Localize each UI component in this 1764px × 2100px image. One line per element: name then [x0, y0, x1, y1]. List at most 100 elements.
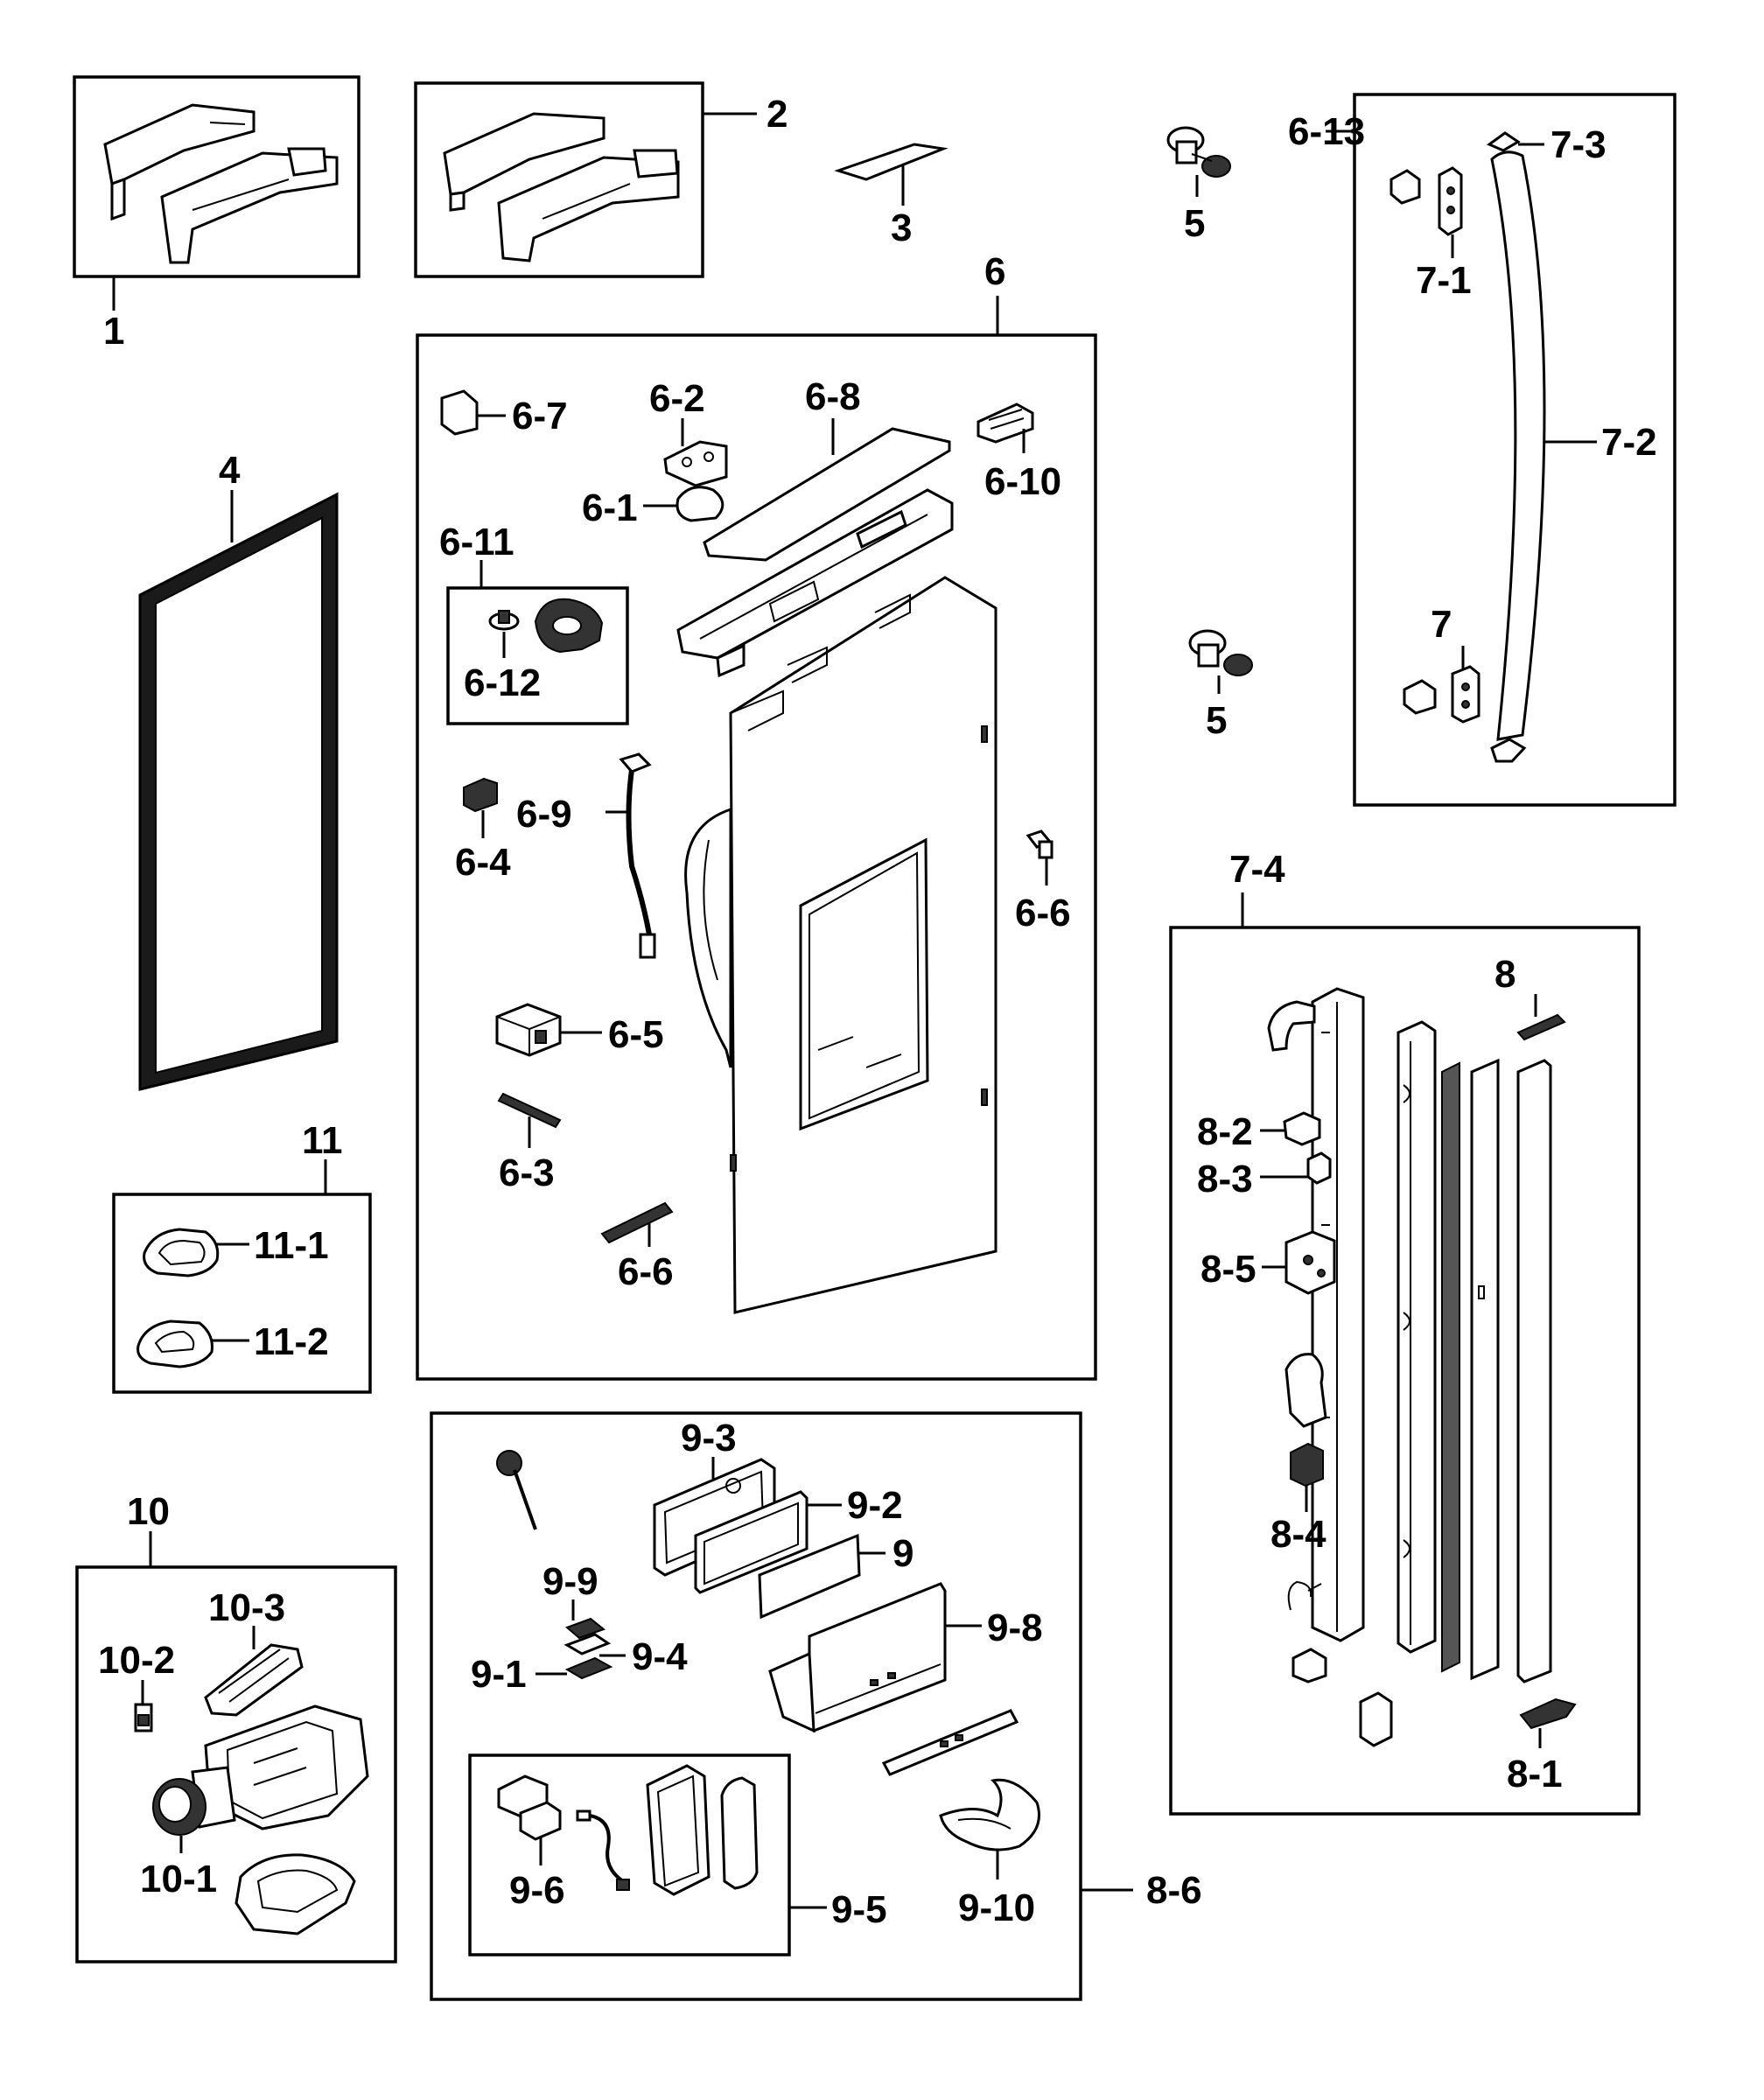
label-7-3: 7-2	[1601, 421, 1657, 464]
group-box-10	[75, 1565, 397, 1964]
label-5-lower: 5	[1206, 699, 1227, 742]
part-8-4-clip	[1306, 1152, 1332, 1185]
label-5-upper: 5	[1184, 202, 1205, 245]
label-6-7: 6-6	[1015, 892, 1071, 934]
part-8-rail-assembly	[1311, 987, 1552, 1684]
label-7-1: 7	[1431, 603, 1452, 646]
part-9-switch-pin	[496, 1450, 537, 1530]
part-9-rail-strip	[881, 1709, 1019, 1776]
part-9-3-panel	[694, 1490, 808, 1594]
label-6-6: 6-6	[618, 1250, 674, 1293]
label-2: 2	[766, 93, 788, 136]
part-6-9-cover	[703, 427, 951, 562]
label-7-4: 7-3	[1550, 123, 1606, 166]
label-7-2: 7-1	[1416, 259, 1472, 302]
part-9-6-wire	[576, 1810, 630, 1891]
part-6-5-switch	[495, 1003, 562, 1057]
part-6-7-pin	[1026, 830, 1054, 886]
label-9-3: 9-2	[847, 1484, 903, 1527]
part-8-cover	[1359, 1691, 1393, 1747]
label-8-1: 8	[1494, 953, 1516, 996]
label-6-2: 6-2	[649, 377, 705, 420]
part-7-1-bracket	[1403, 665, 1527, 763]
part-6-3-block	[463, 777, 498, 813]
group-box-9	[430, 1411, 1082, 2001]
group-box-11	[112, 1193, 372, 1394]
part-8-hook	[1267, 1000, 1316, 1052]
part-1-duct	[103, 103, 339, 264]
label-6-12: 6-11	[439, 521, 514, 564]
label-10-2: 10-2	[98, 1639, 175, 1682]
label-8-3: 8-2	[1197, 1110, 1253, 1153]
part-8-2-cap	[1519, 1698, 1577, 1730]
label-9-5: 9-4	[632, 1635, 688, 1678]
part-9-7-motor	[497, 1774, 562, 1841]
part-10-2-lever	[134, 1703, 153, 1732]
part-11-1-ring	[143, 1228, 220, 1278]
label-10-3: 10-3	[208, 1586, 285, 1629]
part-8-hinge-bracket	[1284, 1353, 1327, 1428]
label-6-3: 6-4	[455, 841, 511, 884]
part-6-1-clip	[676, 486, 724, 522]
label-6-1: 6-1	[582, 486, 638, 529]
group-box-8	[1169, 926, 1641, 1816]
label-9-7: 9-6	[509, 1869, 565, 1912]
label-7: 6-13	[1288, 110, 1365, 153]
label-9-9: 9-9	[542, 1560, 598, 1603]
part-5-hinge-pin-upper	[1166, 126, 1231, 178]
part-5-hinge-pin-lower	[1188, 629, 1253, 676]
group-box-1	[73, 75, 360, 278]
part-3-strip	[834, 143, 948, 181]
group-box-9-6	[468, 1754, 791, 1956]
group-box-6-12	[446, 586, 629, 725]
label-6-10: 6-9	[516, 793, 572, 836]
part-8-spring	[1287, 1580, 1322, 1611]
group-box-2	[414, 81, 704, 278]
part-10-3-actuator	[204, 1643, 304, 1717]
part-7-3-handle	[1490, 150, 1546, 741]
label-9-1: 9	[892, 1532, 914, 1575]
part-8-6-bracket	[1284, 1230, 1336, 1295]
label-9: 8-6	[1146, 1869, 1202, 1912]
part-9-2-seal	[564, 1656, 613, 1680]
part-10-ice-maker	[152, 1704, 369, 1836]
part-10-bucket	[234, 1853, 356, 1936]
label-6-11: 6-10	[984, 460, 1061, 503]
label-6-4: 6-3	[499, 1152, 555, 1194]
part-8-3-clip	[1283, 1111, 1321, 1146]
label-9-4: 9-3	[681, 1417, 737, 1460]
part-2-duct	[443, 112, 680, 262]
label-10-1: 10-1	[140, 1858, 217, 1900]
label-10: 10	[127, 1490, 170, 1533]
part-9-10-drip-tray	[939, 1778, 1040, 1852]
part-6-door-liner	[676, 488, 998, 1314]
label-11-2: 11-2	[254, 1320, 329, 1363]
label-6: 6	[984, 250, 1005, 293]
label-3: 3	[891, 206, 912, 249]
part-6-13-screw	[488, 610, 520, 631]
part-6-8-cap	[440, 389, 479, 436]
label-6-13: 6-12	[464, 662, 541, 704]
label-8: 7-4	[1229, 848, 1285, 891]
label-8-6: 8-5	[1200, 1248, 1256, 1291]
part-9-8-cover	[768, 1582, 947, 1733]
part-8-stopper	[1292, 1648, 1327, 1684]
part-6-2-bracket	[663, 440, 728, 487]
label-6-8: 6-7	[512, 395, 568, 438]
part-6-11-connector	[976, 402, 1034, 444]
label-9-2: 9-1	[471, 1653, 527, 1696]
part-8-5-block	[1290, 1442, 1324, 1488]
part-6-10-harness	[619, 752, 656, 959]
part-4-door-gasket	[138, 492, 339, 1091]
label-11-1: 11-1	[254, 1224, 329, 1267]
part-11-2-tray	[136, 1320, 214, 1368]
label-8-2: 8-1	[1507, 1753, 1563, 1796]
part-9-1-film	[758, 1533, 861, 1620]
part-9-6-door-flap	[646, 1764, 759, 1896]
label-11: 11	[302, 1119, 343, 1162]
part-6-6-strip	[600, 1201, 674, 1244]
group-box-6	[416, 333, 1097, 1381]
label-9-10: 9-10	[958, 1886, 1035, 1929]
part-9-9-gasket	[565, 1617, 606, 1640]
